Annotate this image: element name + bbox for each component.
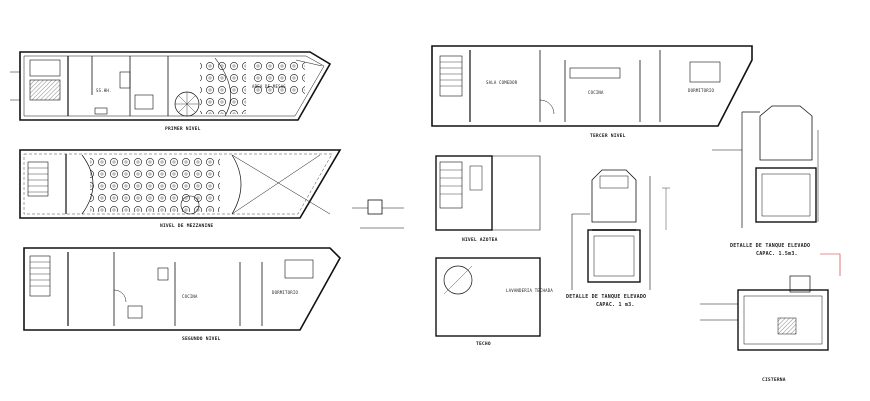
label-tercer-nivel: TERCER NIVEL xyxy=(590,134,626,139)
detail-tanque-elevado-2 xyxy=(712,105,819,228)
label-cisterna: CISTERNA xyxy=(762,378,786,383)
label-segundo-nivel: SEGUNDO NIVEL xyxy=(182,337,221,342)
label-sshh-1: SS.HH. xyxy=(96,88,112,93)
label-detalle-tanque-1: DETALLE DE TANQUE ELEVADO xyxy=(566,294,647,300)
label-dormitorio-3: DORMITORIO xyxy=(688,88,715,93)
label-lavanderia: LAVANDERIA TECHADA xyxy=(506,288,553,293)
detail-tanque-elevado-1 xyxy=(571,169,670,290)
label-sala-comedor-3: SALA COMEDOR xyxy=(486,80,518,85)
label-cocina-2: COCINA xyxy=(182,294,198,299)
label-detalle-tanque-1-capacidad: CAPAC. 1 m3. xyxy=(596,302,635,308)
plan-nivel-azotea xyxy=(435,155,541,231)
label-detalle-tanque-2-capacidad: CAPAC. 1.5m3. xyxy=(756,251,798,257)
label-area-mesas: AREA DE MESAS xyxy=(252,84,286,89)
label-dormitorio-2: DORMITORIO xyxy=(272,290,299,295)
plan-nivel-mezzanine xyxy=(19,149,342,219)
plan-techo xyxy=(435,257,541,337)
label-cocina-3: COCINA xyxy=(588,90,604,95)
label-nivel-mezzanine: NIVEL DE MEZZANINE xyxy=(160,224,214,229)
label-techo: TECHO xyxy=(476,342,491,347)
plan-segundo-nivel xyxy=(23,247,341,331)
plan-tercer-nivel xyxy=(431,45,753,127)
label-nivel-azotea: NIVEL AZOTEA xyxy=(462,238,498,243)
label-detalle-tanque-2: DETALLE DE TANQUE ELEVADO xyxy=(730,243,811,249)
detail-small-section xyxy=(352,199,404,229)
detail-cisterna xyxy=(700,253,841,351)
label-primer-nivel: PRIMER NIVEL xyxy=(165,127,201,132)
plan-primer-nivel xyxy=(10,51,332,121)
